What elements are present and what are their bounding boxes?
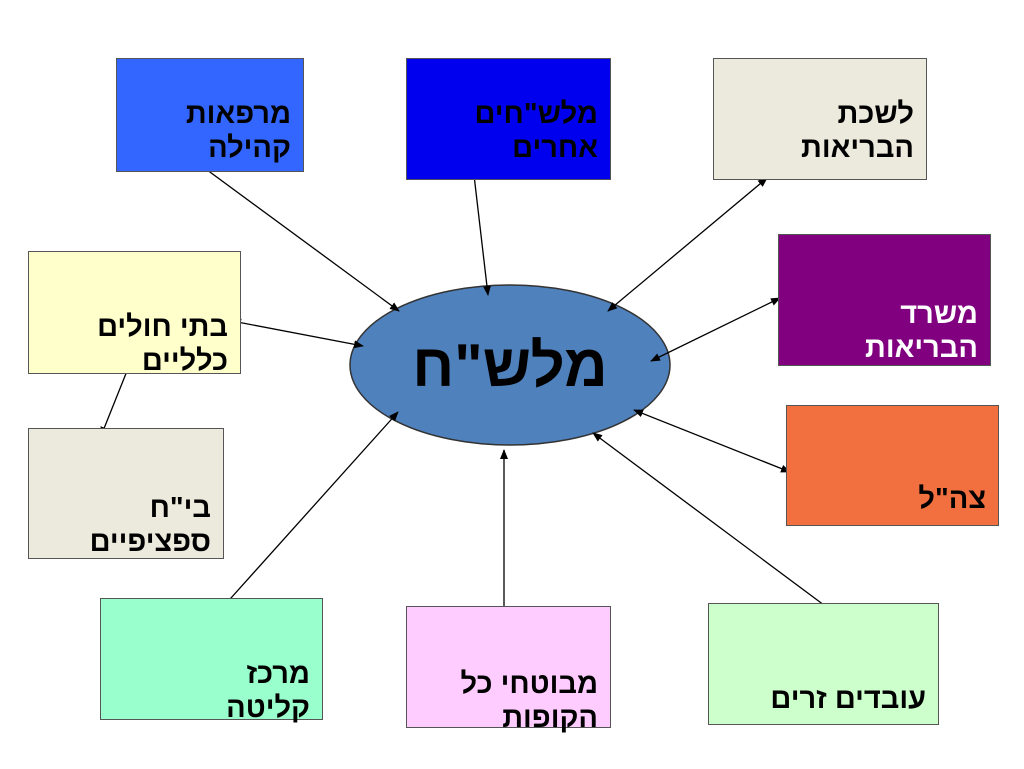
box-label: עובדים זרים xyxy=(770,683,926,715)
box-absorption-center[interactable]: מרכז קליטה xyxy=(100,598,323,724)
box-other-mlshch[interactable]: מלש"חים אחרים xyxy=(406,58,611,180)
box-label: מלש"חים אחרים xyxy=(474,98,598,164)
center-label: מלש"ח xyxy=(412,331,608,399)
box-label: בי"ח ספציפיים xyxy=(89,492,211,558)
arrow-foreign-workers xyxy=(592,432,837,615)
arrow-ministry-of-health xyxy=(650,297,781,362)
box-health-bureau[interactable]: לשכת הבריאות xyxy=(713,58,927,180)
arrow-general-to-specific xyxy=(100,370,128,437)
box-foreign-workers[interactable]: עובדים זרים xyxy=(708,603,939,725)
box-label: מבוטחי כל הקופות xyxy=(460,668,598,734)
box-label: מרכז קליטה xyxy=(226,658,310,724)
box-label: בתי חולים כלליים xyxy=(97,311,228,377)
center-ellipse xyxy=(349,284,671,446)
arrow-other-mlshch xyxy=(469,157,491,296)
box-community-pharmacies[interactable]: מרפאות קהילה xyxy=(116,58,304,172)
arrow-absorption-center xyxy=(221,411,399,609)
box-all-funds-insured[interactable]: מבוטחי כל הקופות xyxy=(406,606,611,734)
box-specific-hospitals[interactable]: בי"ח ספציפיים xyxy=(28,428,224,559)
box-label: לשכת הבריאות xyxy=(801,98,914,164)
box-label: משרד הבריאות xyxy=(865,298,978,364)
box-label: צה"ל xyxy=(918,483,986,515)
box-general-hospitals[interactable]: בתי חולים כלליים xyxy=(28,251,241,377)
arrow-health-bureau xyxy=(607,177,768,312)
box-idf[interactable]: צה"ל xyxy=(786,405,999,526)
box-label: מרפאות קהילה xyxy=(185,98,291,164)
arrow-general-hospitals xyxy=(231,318,364,349)
arrow-community-pharmacies xyxy=(179,149,400,312)
box-ministry-of-health[interactable]: משרד הבריאות xyxy=(778,234,991,366)
